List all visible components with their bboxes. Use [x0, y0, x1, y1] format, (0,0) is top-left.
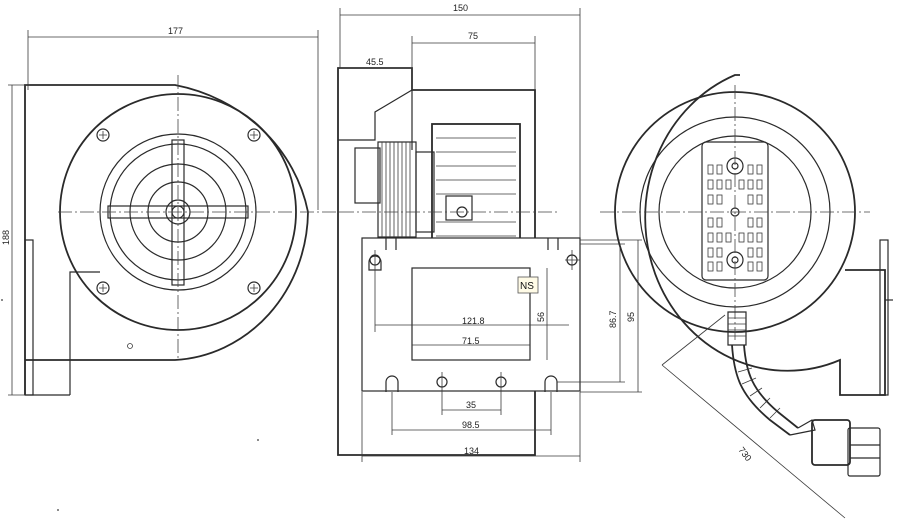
ns-label: NS: [520, 281, 534, 292]
back-view: 730: [600, 74, 893, 519]
dim-height-left: 188: [1, 230, 11, 245]
front-dimensions: 177 188: [1, 26, 319, 396]
dim-height-95: 95: [626, 312, 636, 322]
dim-hole-spacing: 35: [466, 400, 476, 410]
dim-base-width: 134: [464, 446, 479, 456]
vent-slots: [707, 164, 763, 272]
dim-cable-length: 730: [736, 445, 753, 463]
front-view: [24, 75, 340, 396]
side-dimensions: 150 75 45.5 121.8 71.5 56 86.7 95 35 98.…: [339, 3, 642, 462]
dim-front-width: 177: [168, 26, 183, 36]
ns-label-box: [517, 276, 539, 294]
dim-height-86: 86.7: [608, 310, 618, 328]
cable-gland: [728, 317, 746, 337]
dim-offset: 45.5: [366, 57, 384, 67]
dim-flange-width: 121.8: [462, 316, 485, 326]
dim-impeller-width: 75: [468, 31, 478, 41]
dim-height-56: 56: [536, 312, 546, 322]
cable-wraps: [737, 367, 781, 419]
dim-inner-width: 71.5: [462, 336, 480, 346]
side-view: [337, 67, 581, 456]
motor-fins: [381, 142, 411, 237]
dim-overall-width: 150: [453, 3, 468, 13]
dim-bolt-spacing: 98.5: [462, 420, 480, 430]
